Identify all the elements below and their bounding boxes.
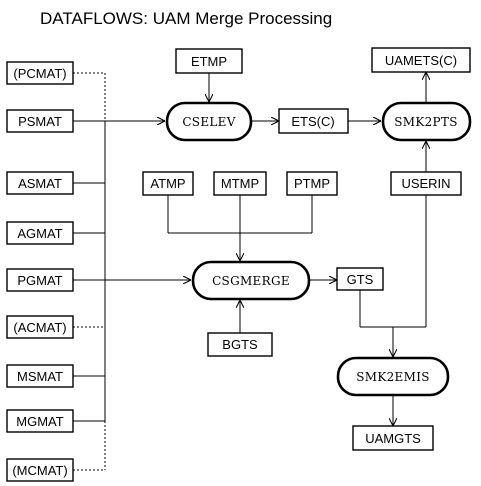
- file-ets: ETS(C): [278, 108, 349, 134]
- file-uamets: UAMETS(C): [371, 47, 471, 73]
- csgmerge-label: CSGMERGE: [212, 274, 290, 288]
- input-mgmat: MGMAT: [6, 409, 74, 433]
- file-gts: GTS: [336, 267, 384, 291]
- mcmat-label: (MCMAT): [12, 463, 67, 478]
- msmat-label: MSMAT: [17, 369, 63, 384]
- uamgts-label: UAMGTS: [365, 431, 421, 446]
- atmp-label: ATMP: [150, 176, 185, 191]
- etmp-label: ETMP: [191, 54, 227, 69]
- file-uamgts: UAMGTS: [352, 425, 434, 451]
- acmat-label: (ACMAT): [13, 320, 66, 335]
- input-msmat: MSMAT: [6, 364, 74, 388]
- input-pcmat: (PCMAT): [6, 61, 74, 85]
- input-acmat: (ACMAT): [6, 315, 74, 339]
- input-psmat: PSMAT: [6, 109, 74, 133]
- pcmat-label: (PCMAT): [13, 66, 66, 81]
- bgts-label: BGTS: [222, 337, 258, 352]
- ets-label: ETS(C): [291, 114, 334, 129]
- file-atmp: ATMP: [142, 171, 194, 196]
- cselev-label: CSELEV: [182, 115, 235, 129]
- file-ptmp: PTMP: [286, 171, 338, 196]
- agmat-label: AGMAT: [17, 226, 62, 241]
- input-pgmat: PGMAT: [6, 268, 74, 292]
- asmat-label: ASMAT: [18, 176, 62, 191]
- file-bgts: BGTS: [207, 332, 273, 357]
- input-asmat: ASMAT: [6, 171, 74, 195]
- process-cselev: CSELEV: [165, 101, 253, 142]
- input-agmat: AGMAT: [6, 221, 74, 245]
- smk2pts-label: SMK2PTS: [394, 115, 458, 129]
- mtmp-label: MTMP: [221, 176, 259, 191]
- pgmat-label: PGMAT: [17, 273, 62, 288]
- connectors: [73, 72, 426, 471]
- gts-label: GTS: [347, 272, 374, 287]
- diagram-title: DATAFLOWS: UAM Merge Processing: [40, 9, 332, 28]
- file-etmp: ETMP: [175, 48, 243, 74]
- psmat-label: PSMAT: [18, 114, 62, 129]
- ptmp-label: PTMP: [294, 176, 330, 191]
- process-csgmerge: CSGMERGE: [191, 260, 311, 301]
- process-smk2emis: SMK2EMIS: [336, 356, 450, 397]
- process-smk2pts: SMK2PTS: [381, 101, 472, 142]
- file-userin: USERIN: [390, 171, 462, 196]
- file-mtmp: MTMP: [213, 171, 267, 196]
- mgmat-label: MGMAT: [16, 414, 63, 429]
- smk2emis-label: SMK2EMIS: [356, 370, 430, 384]
- input-mcmat: (MCMAT): [6, 458, 74, 482]
- userin-label: USERIN: [401, 176, 450, 191]
- uamets-label: UAMETS(C): [385, 53, 457, 68]
